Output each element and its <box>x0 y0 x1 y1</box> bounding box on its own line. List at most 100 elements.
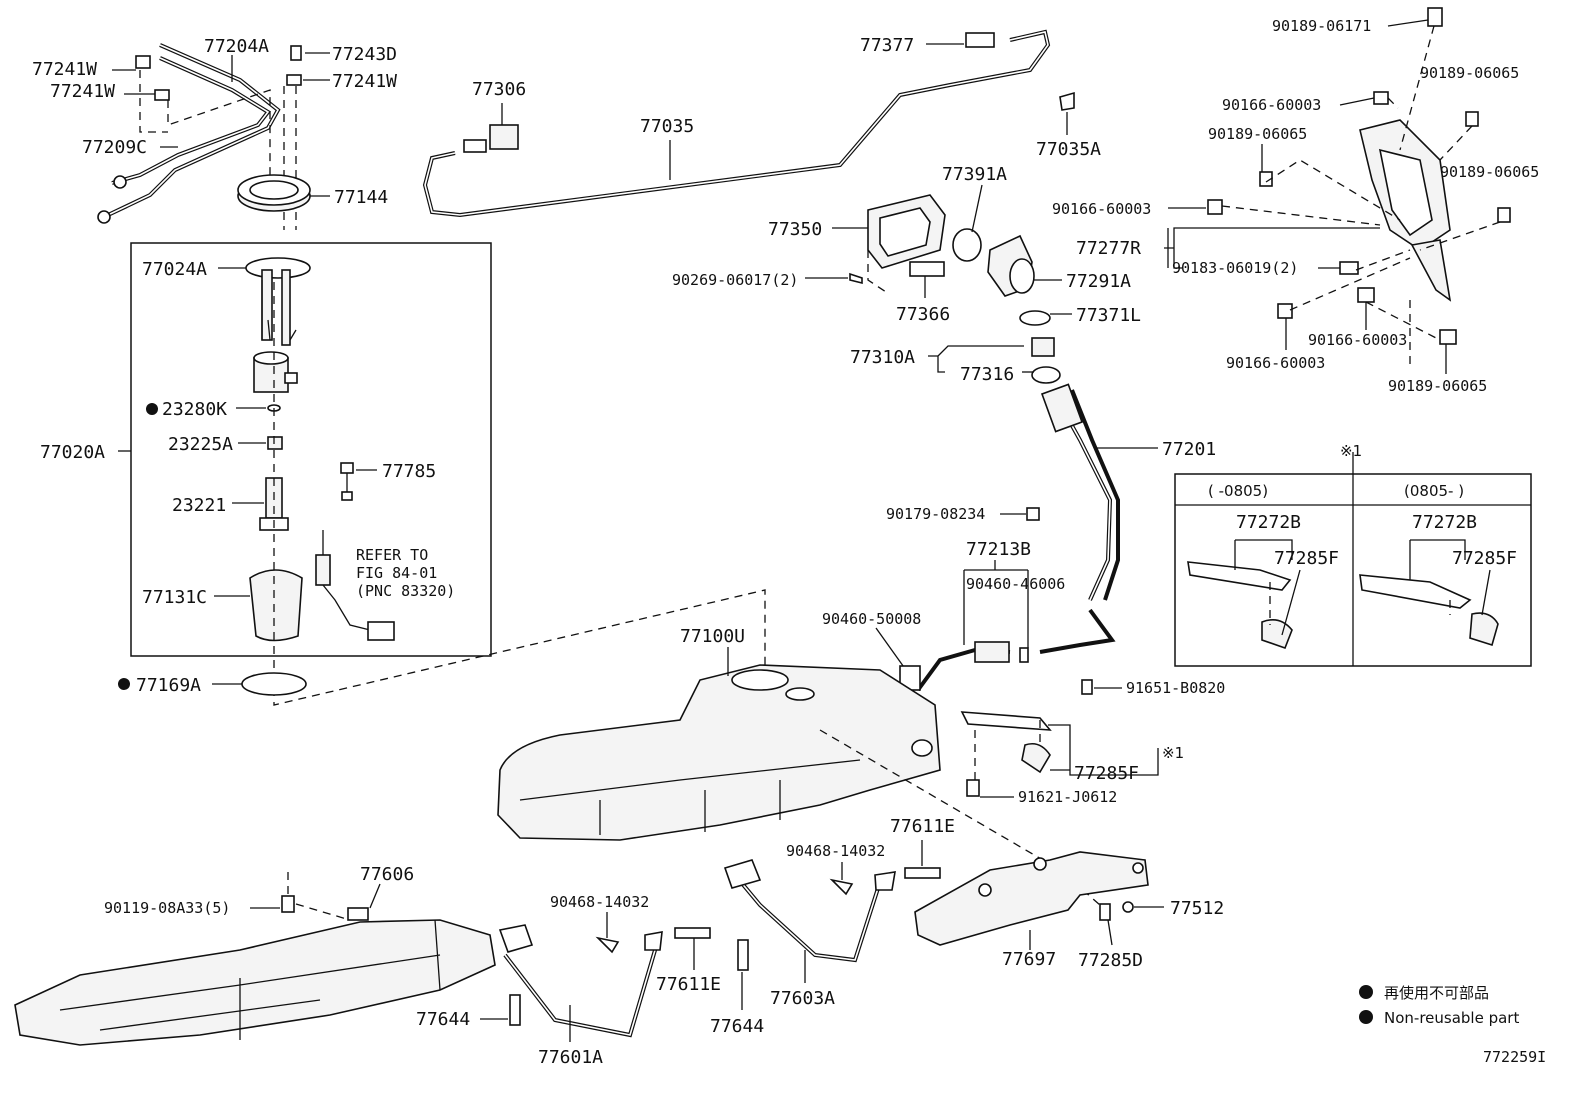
part-label: 90468-14032 <box>786 842 885 860</box>
cushion-23225A <box>267 436 283 450</box>
part-label: 90183-06019(2) <box>1172 259 1298 277</box>
part-label: 77209C <box>82 137 147 158</box>
bolt-91621 <box>966 779 980 797</box>
part-label: 77366 <box>896 304 950 325</box>
bolt-90119 <box>281 895 295 913</box>
clip-77241W <box>135 45 302 101</box>
bracket-77697 <box>914 851 1149 946</box>
inset-marker: ※1 <box>1340 442 1362 460</box>
sensor-77785 <box>340 462 354 501</box>
part-label: 77644 <box>416 1009 470 1030</box>
legend-text-jp: 再使用不可部品 <box>1384 984 1489 1002</box>
part-label: 77371L <box>1076 305 1141 326</box>
part-label: 77241W <box>32 59 97 80</box>
part-label: 90166-60003 <box>1226 354 1325 372</box>
refer-note: REFER TO <box>356 546 428 564</box>
part-label: 77241W <box>50 81 115 102</box>
part-label: 77144 <box>334 187 388 208</box>
gasket-77169A <box>241 672 307 696</box>
part-label: 77285F <box>1074 763 1139 784</box>
inlet-cap-77316 <box>1031 337 1061 384</box>
filler-pipe-77201 <box>1039 383 1120 654</box>
part-label: 90119-08A33(5) <box>104 899 230 917</box>
part-label: 77100U <box>680 626 745 647</box>
non-reusable-dot <box>118 678 130 690</box>
hinge-77366 <box>909 261 945 277</box>
note-ref: ※1 <box>1162 744 1184 762</box>
part-label: 90166-60003 <box>1052 200 1151 218</box>
cap-77291A <box>987 234 1035 297</box>
strap-77601A <box>498 924 663 1038</box>
part-label: 90189-06065 <box>1388 377 1487 395</box>
fuel-tank-77100U <box>497 664 941 841</box>
part-label: 77285D <box>1078 950 1143 971</box>
fuel-lid-box-77350 <box>867 194 946 269</box>
part-label: 77306 <box>472 79 526 100</box>
part-label: 77611E <box>890 816 955 837</box>
part-label: 23280K <box>162 399 227 420</box>
part-label: 77272B <box>1412 512 1477 533</box>
part-label: 77201 <box>1162 439 1216 460</box>
part-label: 77285F <box>1452 548 1517 569</box>
refer-note: (PNC 83320) <box>356 582 455 600</box>
part-label: 77785 <box>382 461 436 482</box>
o-ring-77371L <box>1019 310 1051 326</box>
part-label: 91621-J0612 <box>1018 788 1117 806</box>
legend-dot <box>1359 985 1373 999</box>
part-label: 77277R <box>1076 238 1141 259</box>
part-label: 90460-46006 <box>966 575 1065 593</box>
bracket-77285F <box>960 711 1052 774</box>
part-label: 90468-14032 <box>550 893 649 911</box>
tank-protector-77606 <box>14 907 496 1046</box>
part-label: 77285F <box>1274 548 1339 569</box>
bolts-bottom <box>509 867 941 1026</box>
bolt-91651 <box>1081 679 1093 695</box>
clamp-90179 <box>1026 507 1040 521</box>
part-label: 77316 <box>960 364 1014 385</box>
part-label: 90189-06065 <box>1440 163 1539 181</box>
inset-column-header: (0805- ) <box>1404 482 1464 500</box>
part-label: 90189-06171 <box>1272 17 1371 35</box>
screw-90269 <box>849 272 863 285</box>
part-label: 77611E <box>656 974 721 995</box>
part-label: 77391A <box>942 164 1007 185</box>
hose-77213B <box>916 641 1029 692</box>
part-label: 77512 <box>1170 898 1224 919</box>
part-label: 77291A <box>1066 271 1131 292</box>
inset-variants <box>1174 473 1532 667</box>
pump-bracket-77024A <box>245 257 311 346</box>
retainer-ring-77144 <box>237 174 311 212</box>
part-label: 90189-06065 <box>1420 64 1519 82</box>
part-label: 77213B <box>966 539 1031 560</box>
fasteners-right <box>1207 7 1511 345</box>
part-label: 77603A <box>770 988 835 1009</box>
part-label: 77377 <box>860 35 914 56</box>
part-label: 90166-60003 <box>1222 96 1321 114</box>
part-label: 77697 <box>1002 949 1056 970</box>
clip-77285D <box>1099 903 1111 921</box>
part-label: 90166-60003 <box>1308 331 1407 349</box>
part-label: 77243D <box>332 44 397 65</box>
part-label: 77035A <box>1036 139 1101 160</box>
legend-dot <box>1359 1010 1373 1024</box>
part-label: 77169A <box>136 675 201 696</box>
part-label: 77350 <box>768 219 822 240</box>
part-label: 77204A <box>204 36 269 57</box>
part-label: 91651-B0820 <box>1126 679 1225 697</box>
refer-note: FIG 84-01 <box>356 564 437 582</box>
part-label: 77606 <box>360 864 414 885</box>
non-reusable-dot <box>146 403 158 415</box>
clip-77512 <box>1122 901 1134 913</box>
part-label: 77644 <box>710 1016 764 1037</box>
fuel-tube-77204A <box>97 43 281 224</box>
part-label: 77241W <box>332 71 397 92</box>
part-label: 77020A <box>40 442 105 463</box>
diagram-id: 772259I <box>1483 1048 1546 1066</box>
legend-text-en: Non-reusable part <box>1384 1009 1519 1027</box>
part-label: 77024A <box>142 259 207 280</box>
wire-harness <box>315 530 395 641</box>
part-label: 90189-06065 <box>1208 125 1307 143</box>
part-label: 77310A <box>850 347 915 368</box>
